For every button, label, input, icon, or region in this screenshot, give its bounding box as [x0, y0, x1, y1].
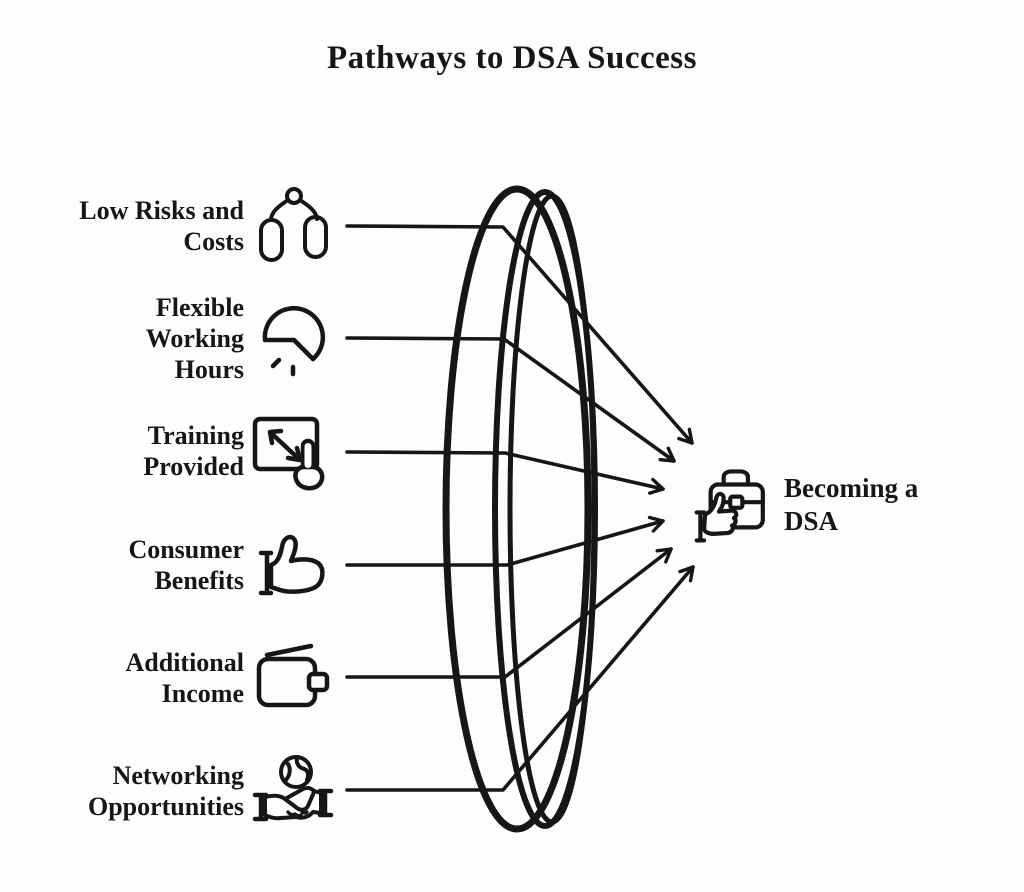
- hanging-weights-icon: [250, 186, 336, 266]
- item-label: Low Risks and Costs: [79, 196, 244, 256]
- item-training-provided: Training Provided: [16, 416, 336, 491]
- connector-line: [345, 450, 665, 495]
- connector-line: [345, 515, 665, 567]
- result-becoming-a-dsa: Becoming a DSA: [692, 460, 918, 550]
- connector-line: [345, 565, 695, 792]
- item-label: Consumer Benefits: [128, 535, 244, 595]
- briefcase-thumbs-up-icon: [692, 460, 774, 550]
- wallet-icon: [250, 641, 336, 715]
- connector-line: [345, 224, 694, 445]
- result-label: Becoming a DSA: [784, 473, 919, 536]
- connector-line: [345, 547, 673, 679]
- item-label: Additional Income: [125, 648, 245, 708]
- item-additional-income: Additional Income: [16, 641, 336, 715]
- thumbs-up-icon: [250, 529, 336, 601]
- item-flexible-working-hours: Flexible Working Hours: [16, 291, 336, 385]
- item-label: Networking Opportunities: [87, 761, 244, 821]
- connector-line: [345, 336, 676, 463]
- item-label: Flexible Working Hours: [145, 292, 244, 384]
- handshake-globe-icon: [250, 751, 336, 831]
- screen-pointer-icon: [250, 411, 336, 491]
- item-networking-opportunities: Networking Opportunities: [16, 755, 336, 825]
- item-low-risks-and-costs: Low Risks and Costs: [16, 187, 336, 262]
- clock-pie-icon: [250, 298, 336, 378]
- connector-lines: [345, 224, 695, 792]
- page-title: Pathways to DSA Success: [327, 40, 697, 76]
- item-label: Training Provided: [143, 421, 244, 481]
- item-consumer-benefits: Consumer Benefits: [16, 531, 336, 599]
- funnel-lens: [442, 185, 598, 833]
